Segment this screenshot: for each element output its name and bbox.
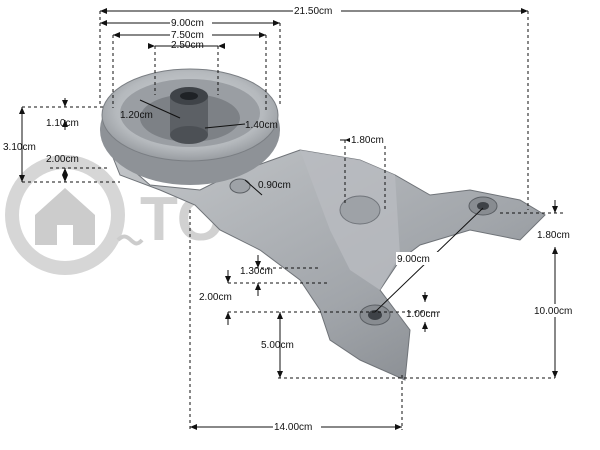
dim-boss-width: 1.80cm bbox=[351, 135, 384, 146]
dim-arm-thickness: 1.30cm bbox=[240, 266, 273, 277]
dim-hub-inner: 1.20cm bbox=[120, 110, 153, 121]
dim-lower-hole: 1.00cm bbox=[406, 309, 439, 320]
dim-arm-height: 2.00cm bbox=[199, 292, 232, 303]
dim-right-hole-offset: 1.80cm bbox=[537, 230, 570, 241]
dim-total-length: 21.50cm bbox=[294, 6, 332, 17]
dim-base-length: 14.00cm bbox=[274, 422, 312, 433]
dim-ring-inner-width: 7.50cm bbox=[171, 30, 204, 41]
dim-top-offset: 1.10cm bbox=[46, 118, 79, 129]
dim-ring-depth: 2.00cm bbox=[46, 154, 79, 165]
dim-hole-distance: 9.00cm bbox=[397, 254, 430, 265]
dim-ring-height: 3.10cm bbox=[3, 142, 36, 153]
dim-vertical-span: 10.00cm bbox=[534, 306, 572, 317]
dim-ring-outer-width: 9.00cm bbox=[171, 18, 204, 29]
house-plug-icon bbox=[5, 155, 144, 275]
dim-hub-bore: 1.40cm bbox=[245, 120, 278, 131]
dimension-labels: 21.50cm 9.00cm 7.50cm 2.50cm 1.10cm 3.10… bbox=[3, 4, 581, 433]
dim-hub-width: 2.50cm bbox=[171, 40, 204, 51]
dim-lower-drop: 5.00cm bbox=[261, 340, 294, 351]
dim-small-hole: 0.90cm bbox=[258, 180, 291, 191]
motor-coupling-part bbox=[100, 68, 546, 381]
